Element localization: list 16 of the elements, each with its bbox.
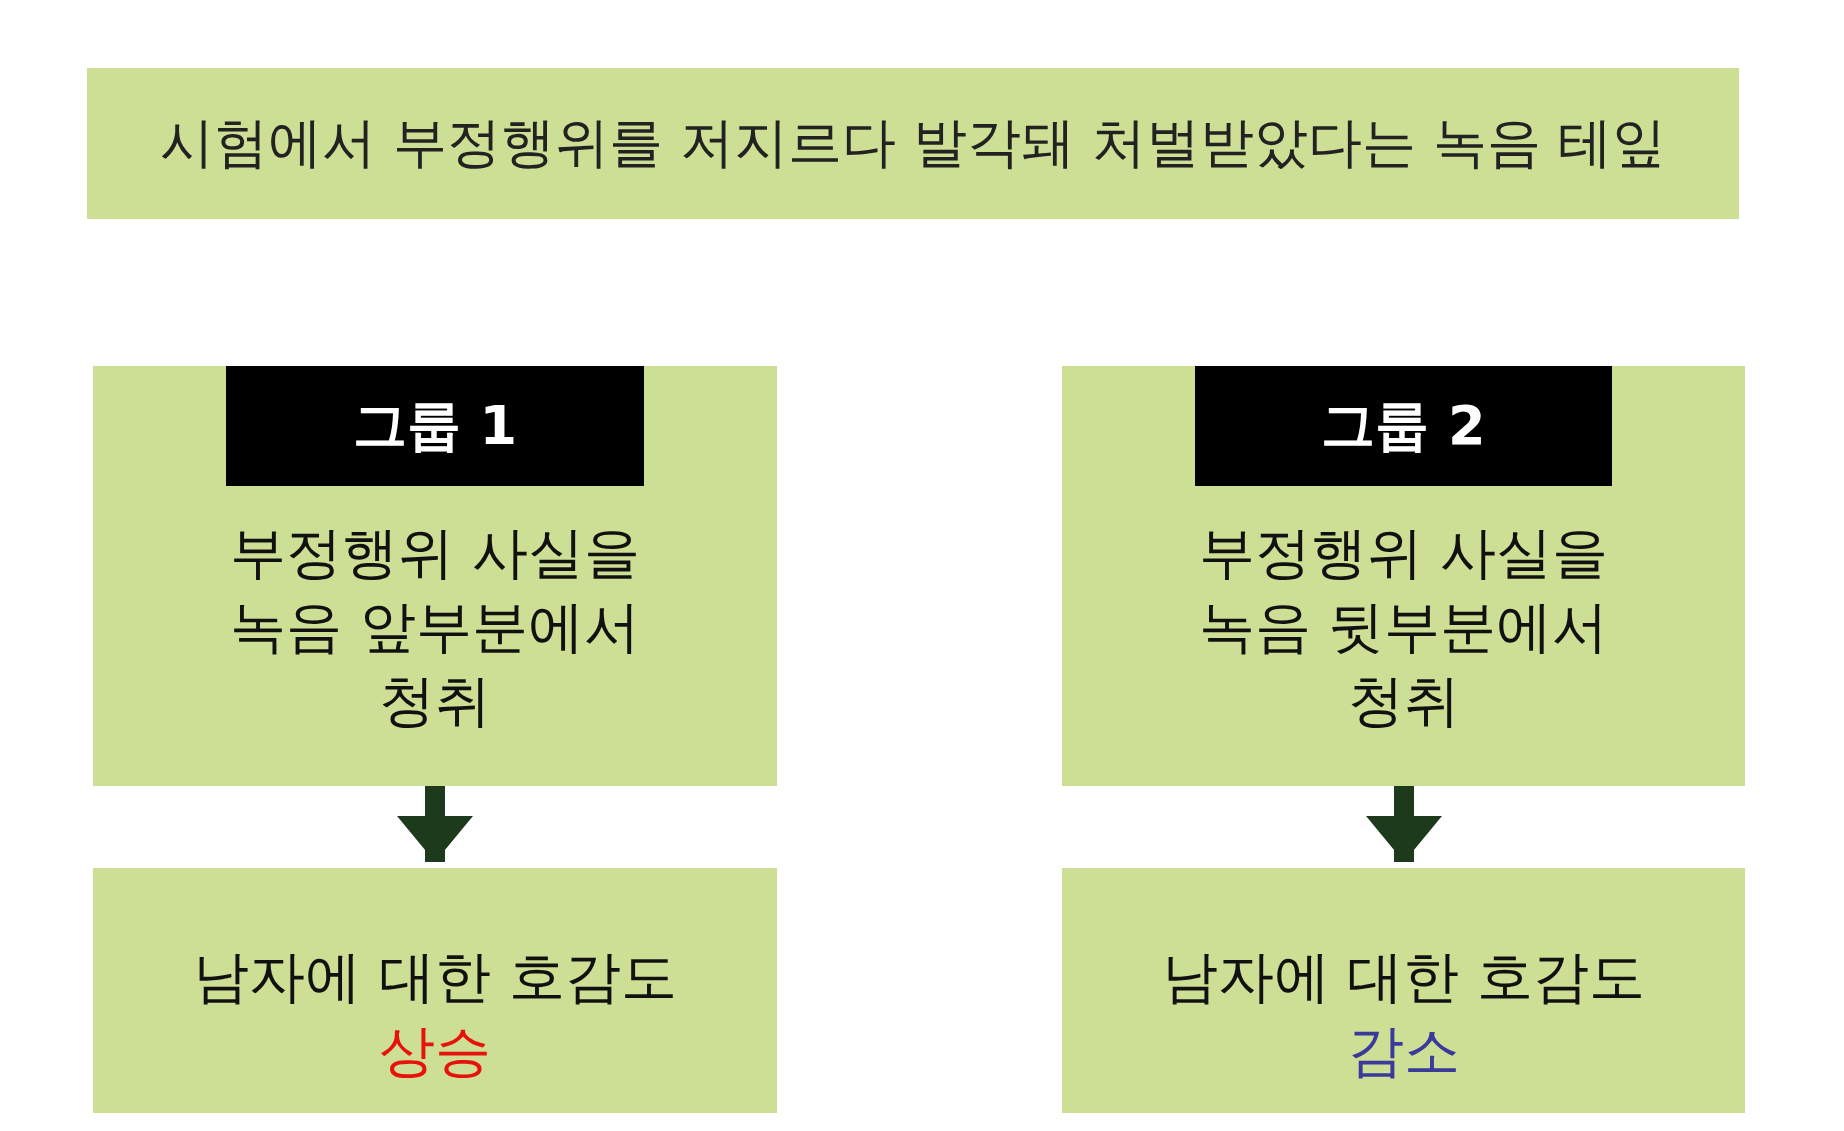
group-label: 그룹 1 xyxy=(351,392,519,459)
group-label-box xyxy=(1195,366,1612,486)
group-description: 부정행위 사실을 녹음 앞부분에서 청취 xyxy=(229,519,641,735)
result-text: 남자에 대한 호감도 xyxy=(192,943,678,1011)
group-description: 부정행위 사실을 녹음 뒷부분에서 청취 xyxy=(1197,519,1610,735)
group-label-box xyxy=(226,366,644,486)
group-box xyxy=(93,366,777,786)
result-change-text: 상승 xyxy=(378,1017,492,1085)
result-box xyxy=(93,868,777,1113)
group-label: 그룹 2 xyxy=(1320,392,1487,459)
title-text: 시험에서 부정행위를 저지르다 발각돼 처벌받았다는 녹음 테잎 xyxy=(158,110,1668,176)
result-text: 남자에 대한 호감도 xyxy=(1160,943,1647,1011)
group-box xyxy=(1062,366,1745,786)
title-band xyxy=(87,68,1739,219)
result-change-text: 감소 xyxy=(1346,1017,1461,1085)
result-box xyxy=(1062,868,1745,1113)
